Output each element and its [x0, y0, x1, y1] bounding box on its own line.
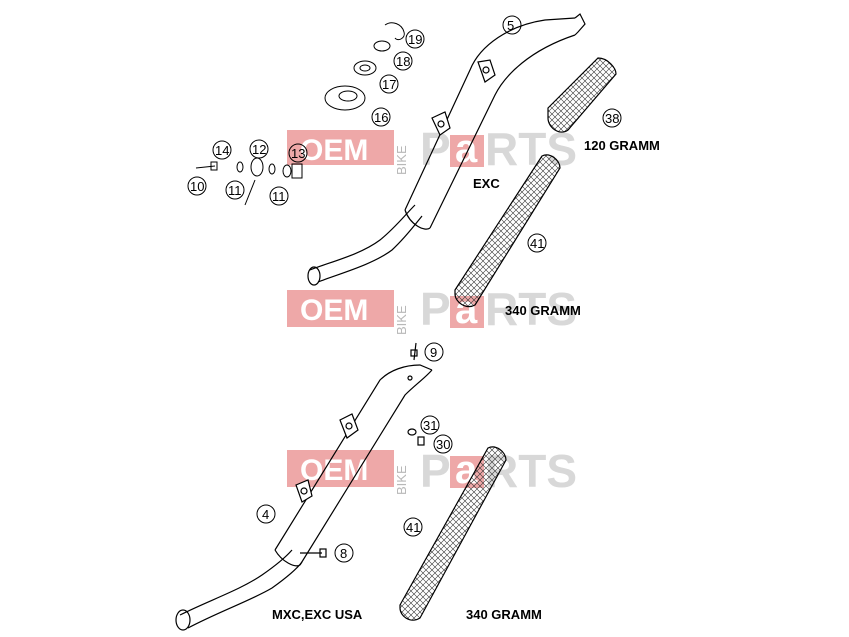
caption-340-gramm-bottom: 340 GRAMM [466, 607, 542, 622]
callouts [187, 15, 622, 563]
callout-31: 31 [423, 418, 437, 433]
watermark-bottom: OEM BIKE P a RTS [287, 445, 577, 497]
watermark-p-text: P [420, 445, 451, 497]
packing-340-gramm-bottom [399, 446, 507, 621]
callout-4: 4 [262, 507, 269, 522]
callout-8: 8 [340, 546, 347, 561]
callout-41-bottom: 41 [406, 520, 420, 535]
callout-9: 9 [430, 345, 437, 360]
callout-5: 5 [507, 18, 514, 33]
callout-13: 13 [291, 146, 305, 161]
packing-120-gramm [547, 57, 617, 133]
watermark-oem-text: OEM [300, 134, 368, 167]
callout-16: 16 [374, 110, 388, 125]
caption-120-gramm: 120 GRAMM [584, 138, 660, 153]
callout-38: 38 [605, 111, 619, 126]
callout-14: 14 [215, 143, 229, 158]
callout-17: 17 [382, 77, 396, 92]
callout-19: 19 [408, 32, 422, 47]
packing-340-gramm-top [454, 154, 561, 308]
watermark-bike-text: BIKE [394, 465, 409, 495]
callout-41-top: 41 [530, 236, 544, 251]
caption-340-gramm-top: 340 GRAMM [505, 303, 581, 318]
watermark-middle: OEM BIKE P a RTS [287, 283, 577, 335]
watermark-a-text: a [455, 127, 478, 171]
watermark-oem-text: OEM [300, 294, 368, 327]
callout-30: 30 [436, 437, 450, 452]
silencer-mxc-exc-usa [175, 342, 433, 631]
callout-11-left: 11 [228, 183, 242, 198]
caption-mxc-exc-usa: MXC,EXC USA [272, 607, 363, 622]
small-parts-top [195, 22, 405, 206]
watermark-bike-text: BIKE [394, 145, 409, 175]
watermark-rts-text: RTS [485, 283, 577, 335]
watermark-oem-text: OEM [300, 454, 368, 487]
callout-11-right: 11 [272, 189, 286, 204]
caption-exc: EXC [473, 176, 500, 191]
silencer-exc [307, 13, 586, 286]
watermark-bike-text: BIKE [394, 305, 409, 335]
callout-12: 12 [252, 142, 266, 157]
callout-10: 10 [190, 179, 204, 194]
watermark-top: OEM BIKE P a RTS [287, 123, 577, 175]
callout-18: 18 [396, 54, 410, 69]
watermark-p-text: P [420, 283, 451, 335]
